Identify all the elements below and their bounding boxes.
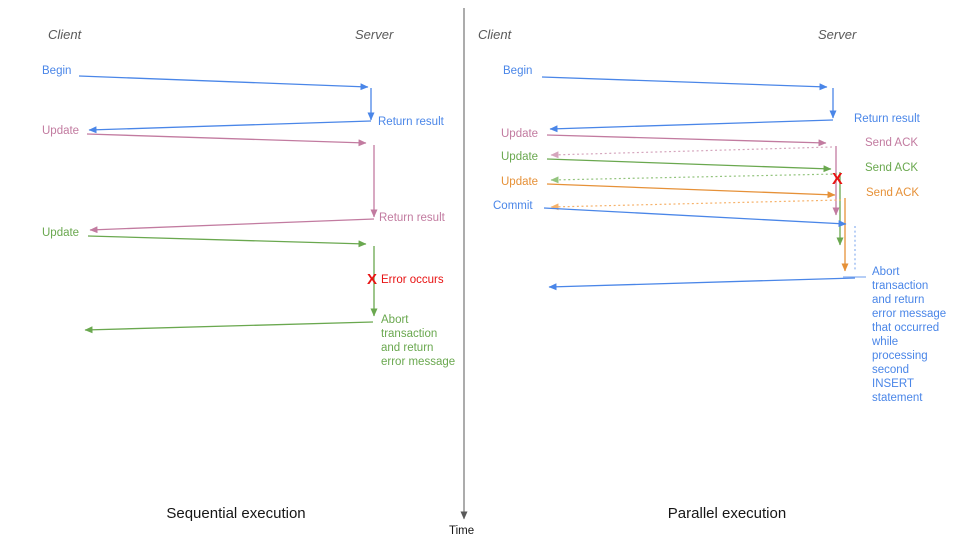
par-return-result-label: Return result: [854, 113, 920, 125]
seq-server-header: Server: [355, 27, 394, 42]
par-commit-request-arrow: [543, 207, 847, 228]
par-update-2-label: Update: [501, 151, 539, 163]
par-update-3-request-arrow: [546, 183, 836, 199]
par-client-header: Client: [478, 27, 512, 42]
par-send-ack-2-arrow: [550, 173, 838, 184]
seq-error-x-icon: X: [367, 271, 378, 288]
par-send-ack-1-arrow: [550, 146, 833, 159]
seq-return-result-1-arrow: [88, 120, 372, 134]
seq-error-occurs-label: Error occurs: [381, 274, 444, 286]
par-send-ack-3-label: Send ACK: [866, 187, 920, 199]
seq-update-1-request-arrow: [86, 133, 367, 147]
par-send-ack-2-label: Send ACK: [865, 162, 919, 174]
seq-caption: Sequential execution: [166, 505, 306, 522]
par-abort-label: Abort transaction and return error messa…: [872, 266, 947, 404]
seq-begin-request-arrow: [78, 75, 369, 91]
par-abort-return-arrow: [548, 277, 856, 291]
par-update-2-request-arrow: [546, 158, 832, 173]
seq-update-2-request-arrow: [87, 235, 367, 248]
par-commit-label: Commit: [493, 200, 533, 212]
seq-client-header: Client: [48, 27, 82, 42]
seq-begin-label: Begin: [42, 65, 72, 77]
seq-update-2-label: Update: [42, 227, 80, 239]
seq-abort-label: Abort transaction and return error messa…: [381, 314, 456, 368]
par-update-1-label: Update: [501, 128, 539, 140]
seq-return-result-1-label: Return result: [378, 116, 444, 128]
par-update-1-request-arrow: [546, 134, 827, 147]
par-caption: Parallel execution: [667, 505, 787, 522]
par-error-x-icon: X: [832, 171, 843, 188]
seq-return-result-2-label: Return result: [379, 212, 445, 224]
par-begin-request-arrow: [541, 76, 828, 91]
time-axis-label: Time: [449, 525, 475, 537]
seq-abort-return-arrow: [84, 321, 374, 334]
par-begin-label: Begin: [503, 65, 533, 77]
seq-return-result-2-arrow: [89, 218, 375, 234]
par-server-header: Server: [818, 27, 857, 42]
par-send-ack-3-arrow: [550, 199, 842, 211]
par-update-3-label: Update: [501, 176, 539, 188]
par-return-result-arrow: [549, 119, 834, 133]
seq-update-1-label: Update: [42, 125, 80, 137]
par-send-ack-1-label: Send ACK: [865, 137, 919, 149]
